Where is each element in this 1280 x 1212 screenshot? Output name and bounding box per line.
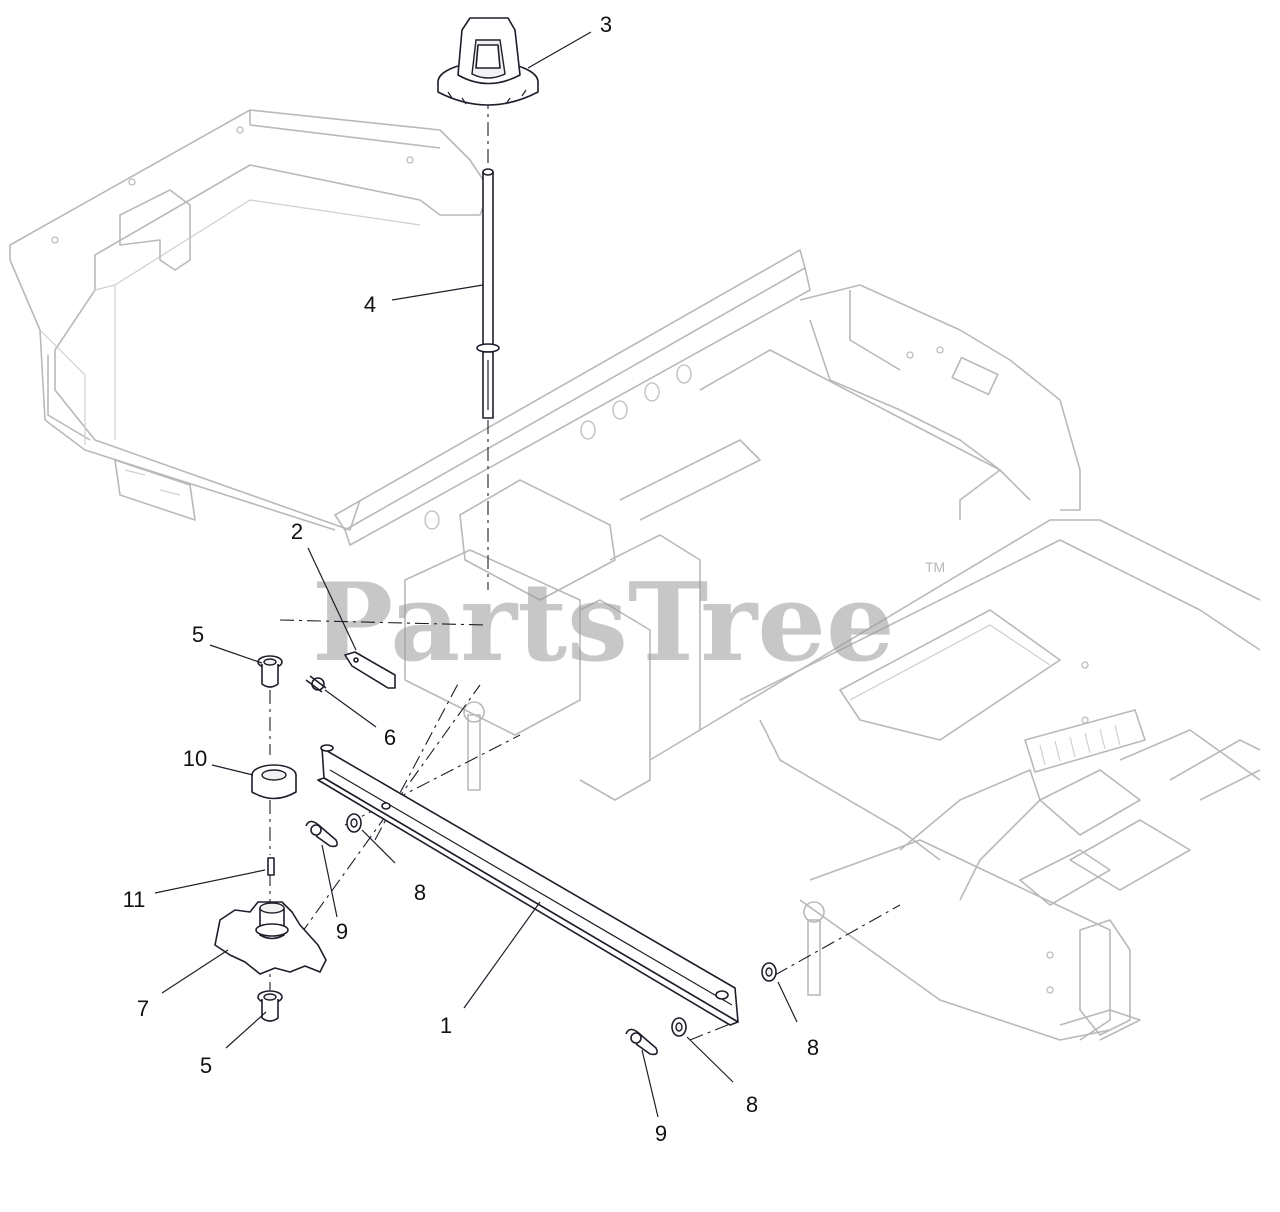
adjustment-shaft <box>476 168 500 419</box>
indicator-clip <box>344 651 396 689</box>
washer-left <box>346 813 362 833</box>
callout-8-right-upper: 8 <box>807 1035 819 1060</box>
callout-5-lower: 5 <box>200 1053 212 1078</box>
callout-7: 7 <box>137 996 149 1021</box>
washer-right-upper <box>761 962 777 982</box>
callout-4: 4 <box>364 292 376 317</box>
callout-labels: 3 4 2 5 6 10 11 8 9 7 1 5 8 8 9 <box>123 12 820 1146</box>
hair-pin-clip <box>305 675 327 693</box>
callout-10: 10 <box>183 746 207 771</box>
callout-8-left: 8 <box>414 880 426 905</box>
watermark-trademark: TM <box>925 559 945 575</box>
bushing-upper <box>257 655 283 688</box>
frame-stud-left <box>463 701 485 791</box>
callout-3: 3 <box>600 12 612 37</box>
callout-9-left: 9 <box>336 919 348 944</box>
callout-1: 1 <box>440 1013 452 1038</box>
callout-2: 2 <box>291 519 303 544</box>
callout-11: 11 <box>123 887 146 912</box>
hair-pin-left <box>305 820 338 848</box>
callout-5-upper: 5 <box>192 622 204 647</box>
washer-right-lower <box>671 1017 687 1037</box>
mower-frame <box>9 109 1261 1041</box>
roll-pin <box>267 857 275 876</box>
leader-lines <box>154 31 798 1118</box>
flange-nut <box>251 764 297 800</box>
hair-pin-right <box>625 1028 658 1056</box>
splined-shaft <box>1024 709 1146 773</box>
callout-9-right: 9 <box>655 1121 667 1146</box>
height-adjust-knob <box>437 17 539 106</box>
callout-6: 6 <box>384 725 396 750</box>
bushing-lower <box>257 990 283 1022</box>
frame-stud-right <box>803 901 825 996</box>
index-gear <box>214 901 327 975</box>
link-bar <box>317 744 739 1026</box>
callout-8-right-lower: 8 <box>746 1092 758 1117</box>
watermark: PartsTree TM <box>312 559 945 686</box>
